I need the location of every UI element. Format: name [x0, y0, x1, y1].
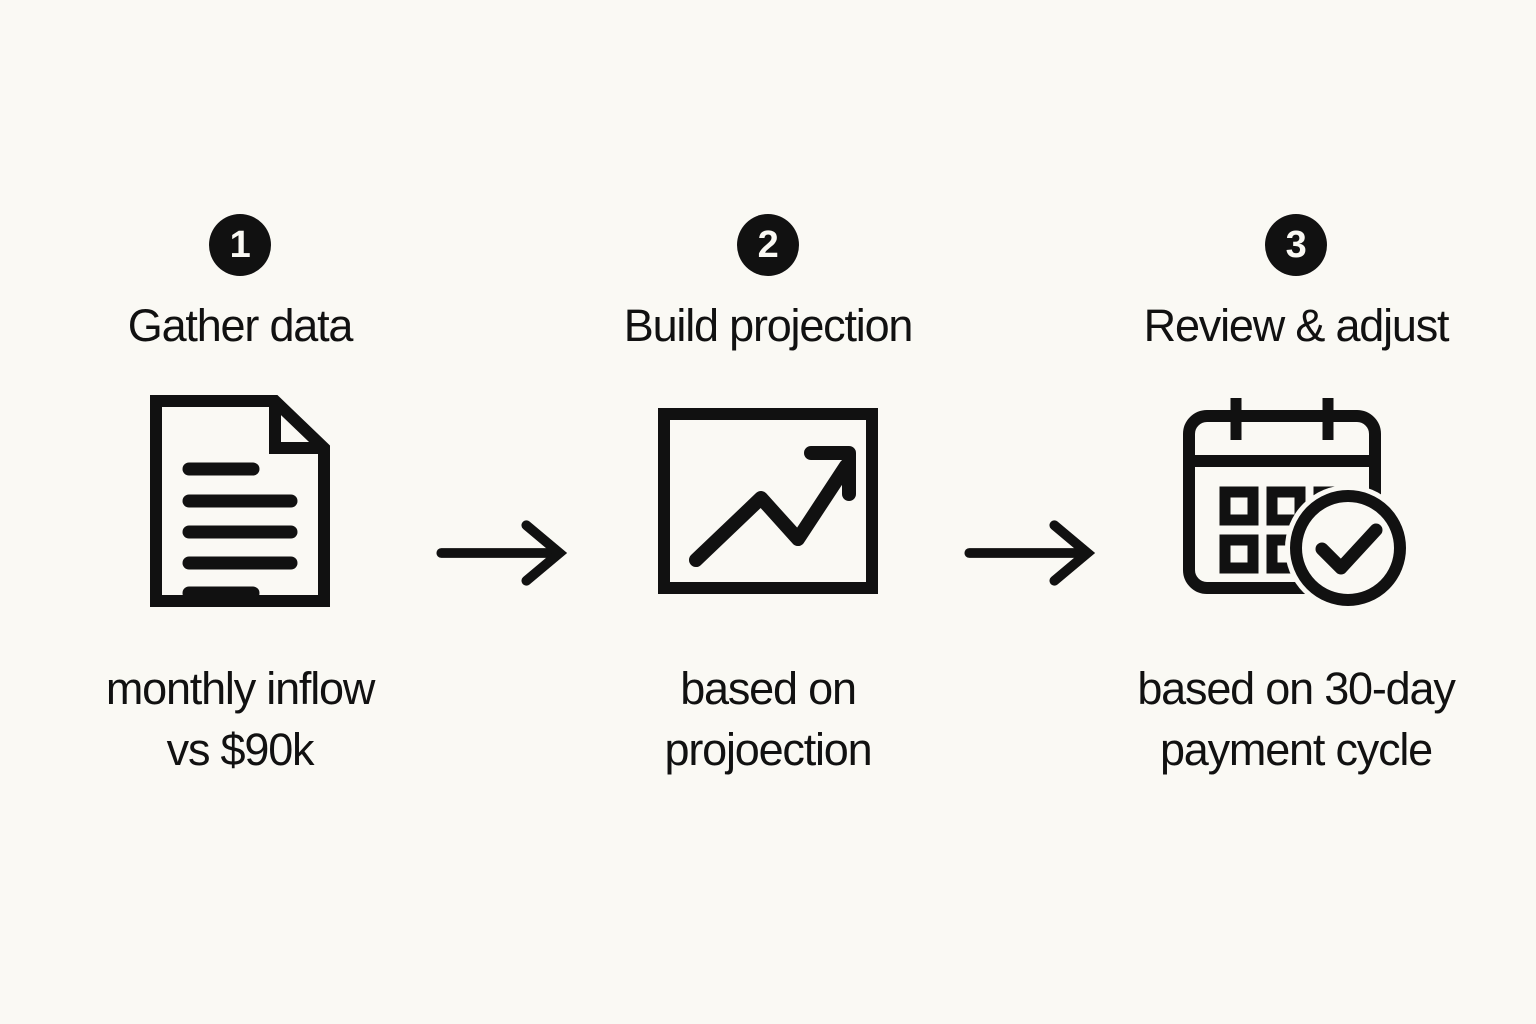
- step-1-title: Gather data: [127, 299, 354, 351]
- connector-2: [964, 514, 1100, 592]
- connector-1: [436, 514, 572, 592]
- step-2-caption: based on projoection: [664, 662, 873, 775]
- step-2-number-badge: 2: [737, 213, 799, 276]
- step-3-icon: [1180, 391, 1412, 611]
- step-2-icon: [656, 391, 880, 611]
- step-1-caption: monthly inflow vs $90k: [105, 662, 376, 775]
- step-2-title: Build projection: [623, 299, 914, 351]
- steps-row: 1 Gather data monthly inflow vs $90k: [0, 213, 1536, 781]
- step-3-caption: based on 30-day payment cycle: [1137, 662, 1455, 775]
- step-3-title: Review & adjust: [1143, 299, 1450, 351]
- step-3-number: 3: [1285, 223, 1307, 266]
- step-1-icon: [147, 391, 333, 611]
- step-3-number-badge: 3: [1265, 213, 1327, 276]
- step-1-number: 1: [229, 223, 251, 266]
- document-icon: [150, 394, 330, 607]
- step-3: 3 Review & adjust: [1100, 213, 1492, 781]
- calendar-check-icon: [1183, 397, 1411, 611]
- step-2: 2 Build projection based on projoection: [572, 213, 964, 781]
- arrow-right-icon: [436, 519, 568, 586]
- arrow-right-icon: [964, 519, 1096, 586]
- step-2-number: 2: [757, 223, 779, 266]
- line-chart-icon: [658, 407, 878, 594]
- step-1: 1 Gather data monthly inflow vs $90k: [44, 213, 436, 781]
- step-1-number-badge: 1: [209, 213, 271, 276]
